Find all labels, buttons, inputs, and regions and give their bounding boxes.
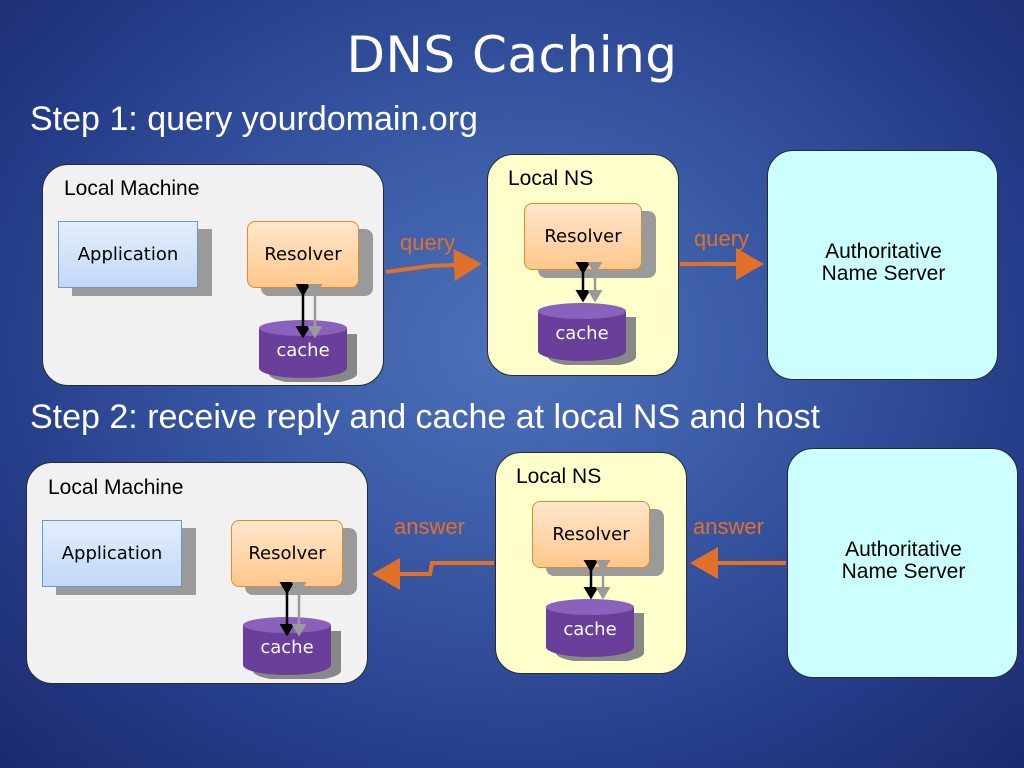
- step1-heading: Step 1: query yourdomain.org: [30, 100, 478, 138]
- step1-query-arrow-1: [385, 249, 482, 281]
- step2-auth-line2: Name Server: [841, 560, 966, 583]
- step1-auth-line1: Authoritative: [825, 240, 942, 263]
- step2-answer-label-2: answer: [693, 514, 764, 539]
- step2-local-ns-label: Local NS: [516, 465, 602, 488]
- step1-query-label-2: query: [694, 226, 750, 251]
- step2-machine-cache: cache: [243, 617, 347, 684]
- step1-local-ns-panel: Local NS Resolver cache: [487, 154, 679, 376]
- step2-local-machine-label: Local Machine: [48, 476, 184, 499]
- step2-ns-cache: cache: [546, 599, 650, 666]
- step1-local-machine-label: Local Machine: [64, 177, 200, 200]
- step2-machine-resolver-label: Resolver: [231, 520, 343, 587]
- step1-ns-cache: cache: [538, 303, 642, 370]
- slide-title: DNS Caching: [346, 26, 678, 84]
- step2-authoritative-label: Authoritative Name Server: [788, 539, 1019, 583]
- step2-answer-label-1: answer: [394, 514, 465, 539]
- step1-application-label: Application: [58, 221, 198, 288]
- step2-machine-cache-label: cache: [260, 637, 314, 658]
- step1-auth-line2: Name Server: [821, 262, 946, 285]
- step2-answer-arrow-1: [372, 558, 494, 590]
- step1-local-ns-label: Local NS: [508, 167, 594, 190]
- step2-ns-cache-label: cache: [563, 619, 617, 640]
- step2-auth-line1: Authoritative: [845, 538, 962, 561]
- step1-query-label-1: query: [400, 230, 456, 255]
- step1-machine-cache-label: cache: [276, 340, 330, 361]
- step2-application-label: Application: [42, 520, 182, 587]
- step2-heading: Step 2: receive reply and cache at local…: [30, 398, 821, 436]
- step2-local-ns-panel: Local NS Resolver cache: [495, 452, 687, 674]
- step1-machine-resolver-label: Resolver: [247, 221, 359, 288]
- step1-ns-resolver-label: Resolver: [524, 203, 642, 270]
- step1-ns-cache-label: cache: [555, 323, 609, 344]
- step1-authoritative-label: Authoritative Name Server: [768, 241, 999, 285]
- step1-application-box: Application: [58, 221, 212, 296]
- step2-authoritative-panel: Authoritative Name Server: [787, 448, 1018, 678]
- step1-authoritative-panel: Authoritative Name Server: [767, 150, 998, 380]
- step2-application-box: Application: [42, 520, 196, 595]
- step2-ns-resolver-label: Resolver: [532, 501, 650, 568]
